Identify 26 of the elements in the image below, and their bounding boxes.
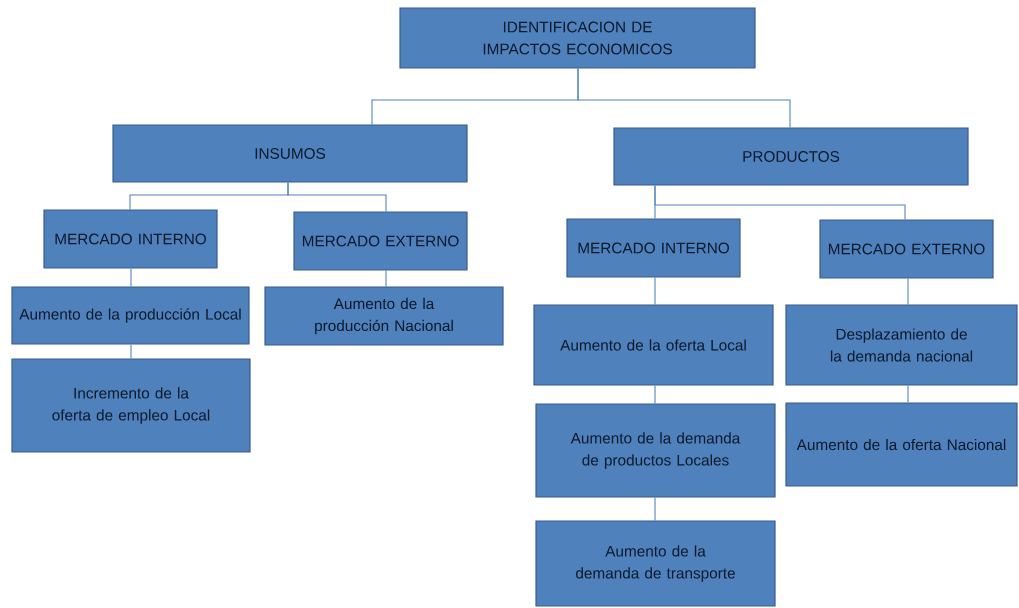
connector-line: [907, 278, 909, 305]
process-box: PRODUCTOS: [613, 127, 969, 186]
process-box: Aumento de la oferta Nacional: [785, 402, 1018, 487]
connector-line: [654, 185, 906, 220]
process-box: Aumento de la demanda de productos Locales: [535, 403, 776, 498]
connector-line: [654, 385, 656, 404]
connector-line: [654, 277, 656, 305]
connector-line: [287, 182, 387, 212]
connector-line: [577, 68, 791, 128]
connector-line: [130, 268, 132, 287]
connector-line: [654, 497, 656, 521]
process-box: MERCADO INTERNO: [43, 209, 218, 269]
process-box: Aumento de la producción Nacional: [264, 286, 504, 346]
process-box: MERCADO EXTERNO: [819, 219, 994, 279]
process-box: Aumento de la oferta Local: [533, 304, 774, 386]
process-box: IDENTIFICACION DE IMPACTOS ECONOMICOS: [399, 7, 756, 69]
connector-line: [385, 270, 387, 287]
process-box: MERCADO EXTERNO: [293, 211, 468, 271]
connector-line: [130, 344, 132, 359]
connector-line: [907, 385, 909, 403]
process-box: INSUMOS: [112, 124, 468, 183]
process-box: Incremento de la oferta de empleo Local: [11, 358, 251, 453]
process-box: Aumento de la demanda de transporte: [535, 520, 776, 607]
process-box: Aumento de la producción Local: [11, 286, 250, 345]
process-box: Desplazamiento de la demanda nacional: [785, 304, 1018, 386]
process-box: MERCADO INTERNO: [566, 218, 741, 278]
